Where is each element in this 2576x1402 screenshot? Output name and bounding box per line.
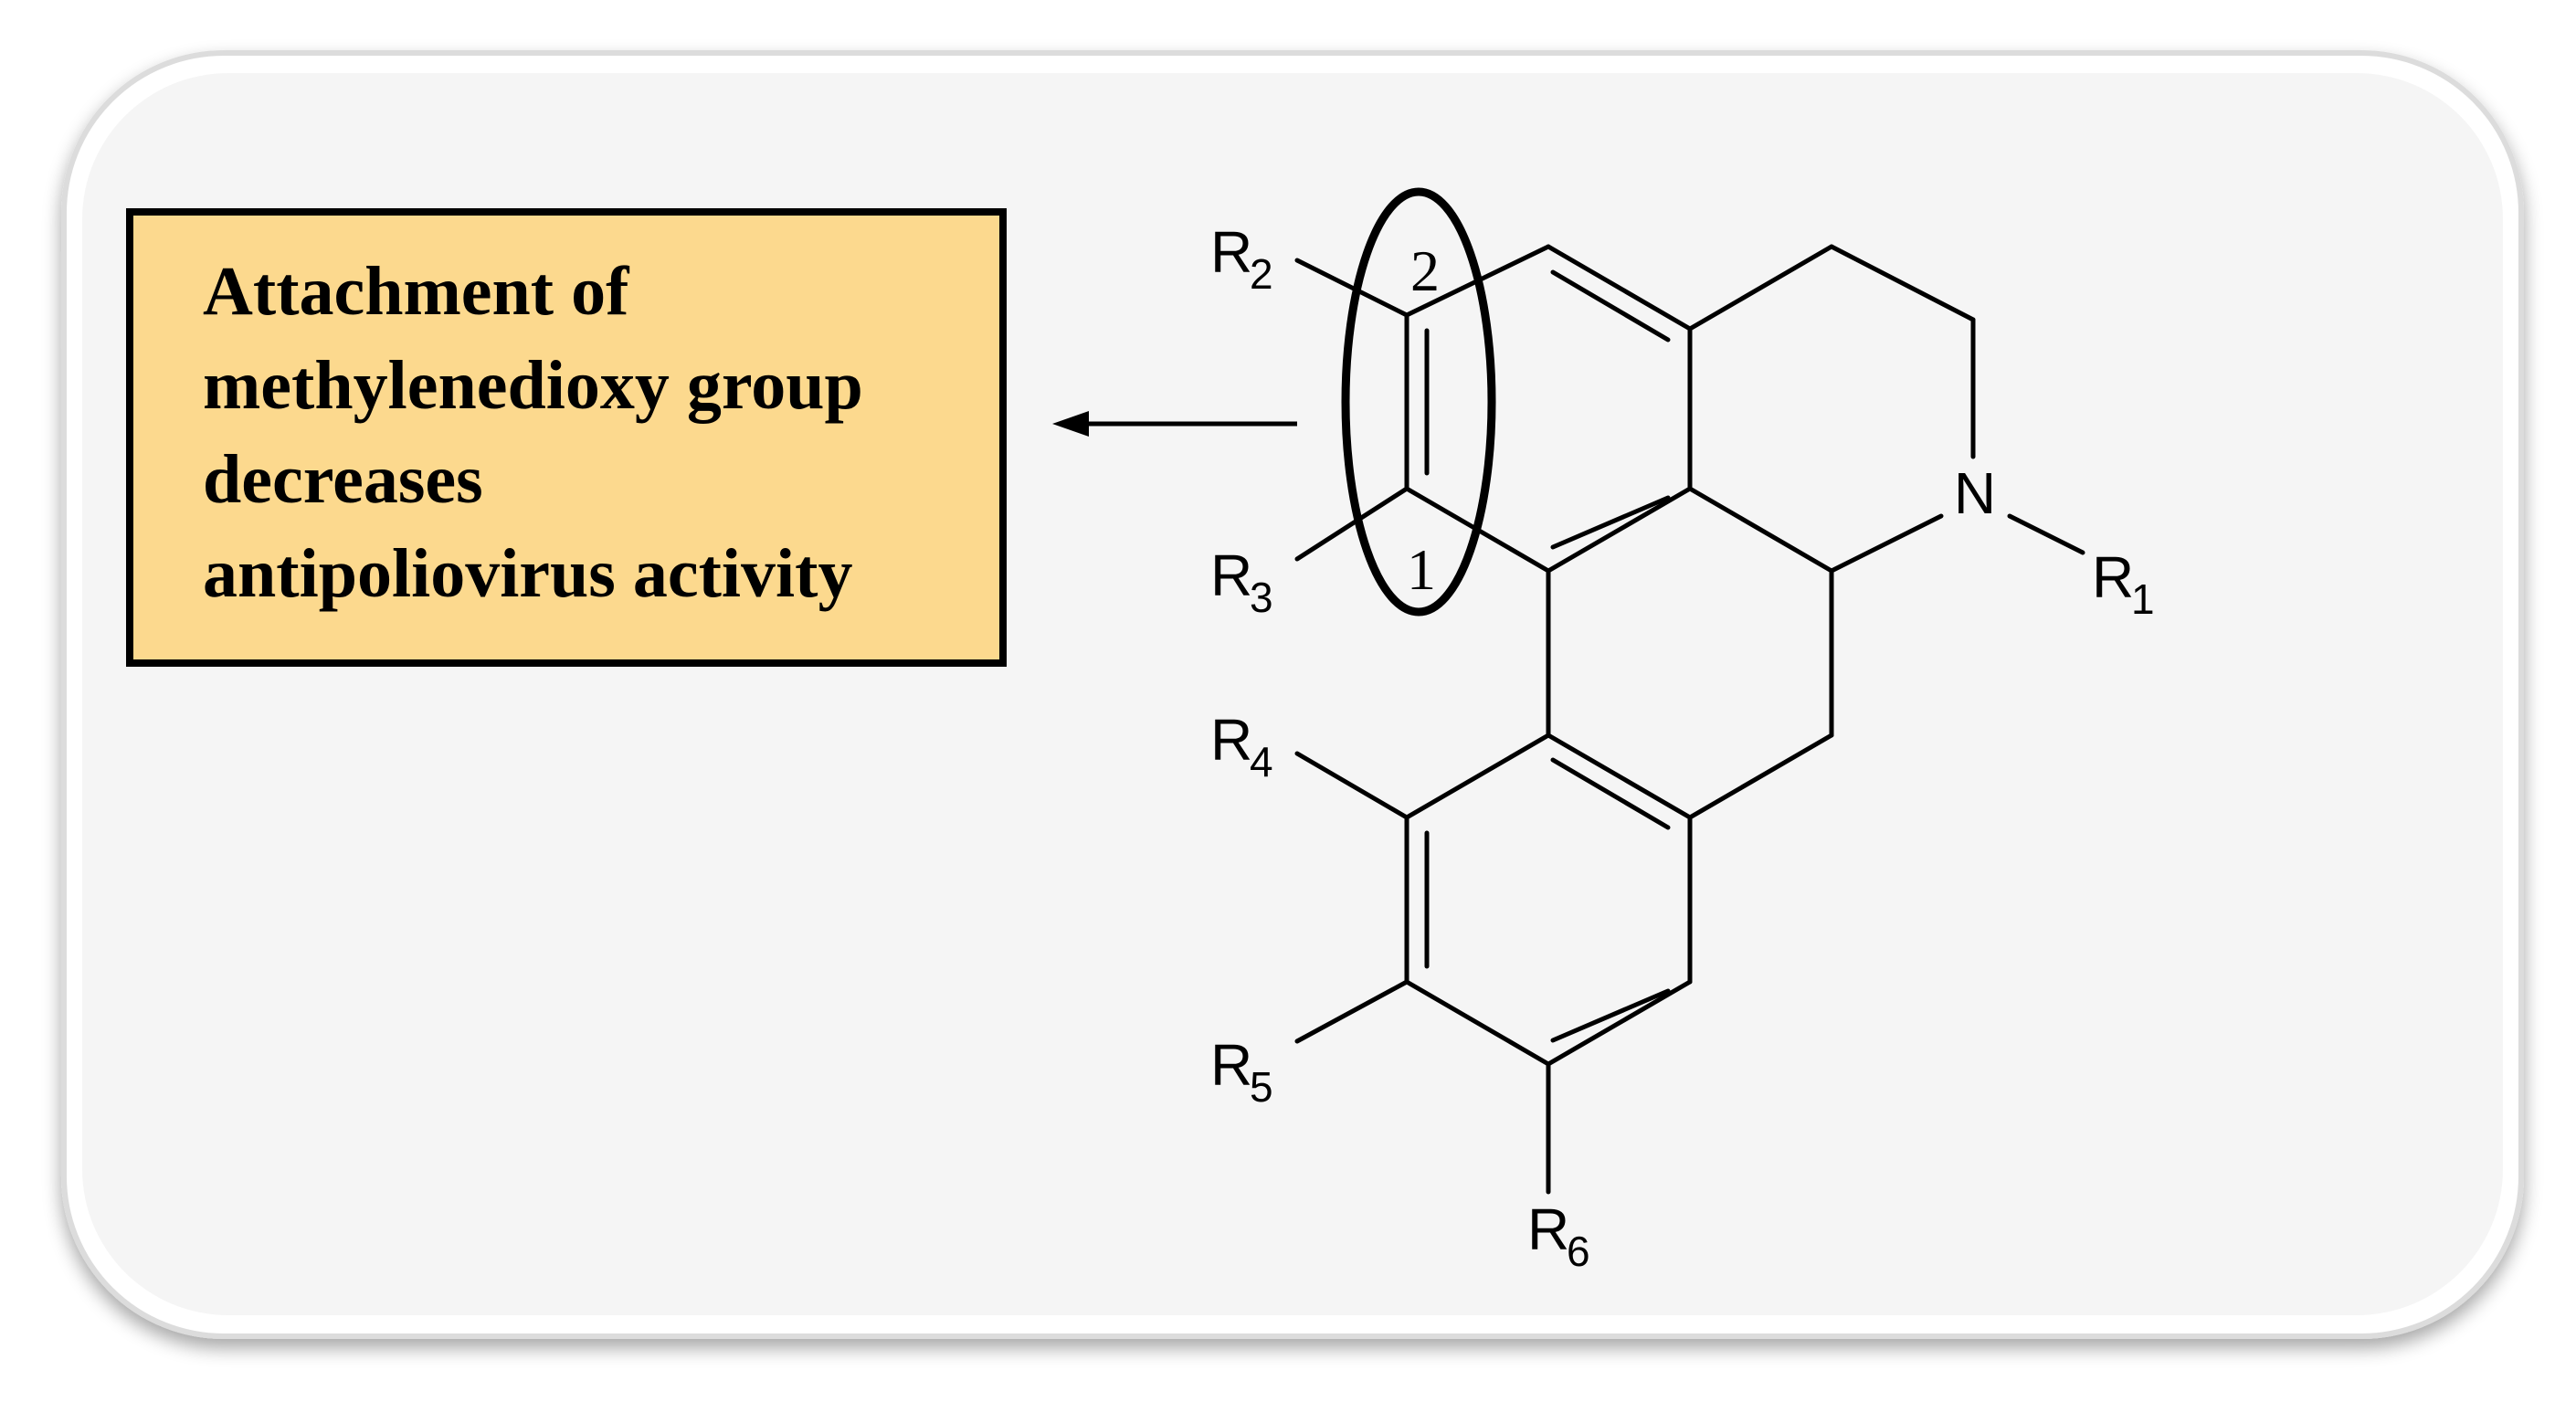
callout-box — [126, 208, 1007, 667]
callout-text: Attachment of methylenedioxy group decre… — [203, 245, 988, 621]
aporphine-skeleton — [1294, 244, 2085, 1195]
callout-line-3: decreases — [203, 441, 483, 518]
substituent-r4: R 4 — [1210, 707, 1273, 785]
svg-text:R: R — [1210, 543, 1252, 608]
substituent-r3: R 3 — [1210, 543, 1273, 621]
svg-text:1: 1 — [2131, 575, 2155, 623]
substituent-r6: R 6 — [1527, 1196, 1590, 1275]
substituent-r1: R 1 — [2092, 544, 2155, 623]
substituent-r5: R 5 — [1210, 1032, 1273, 1111]
svg-text:R: R — [1527, 1196, 1569, 1262]
svg-text:3: 3 — [1250, 574, 1273, 621]
svg-text:R: R — [1210, 707, 1252, 773]
substituent-r2: R 2 — [1210, 219, 1273, 298]
svg-text:R: R — [1210, 1032, 1252, 1098]
position-2-label: 2 — [1410, 238, 1440, 303]
svg-text:5: 5 — [1250, 1063, 1273, 1111]
callout-line-2: methylenedioxy group — [203, 347, 863, 424]
svg-text:2: 2 — [1250, 250, 1273, 298]
callout-line-1: Attachment of — [203, 253, 629, 330]
callout-line-4: antipoliovirus activity — [203, 535, 853, 612]
svg-text:R: R — [2092, 544, 2134, 610]
svg-text:4: 4 — [1250, 738, 1273, 785]
position-1-label: 1 — [1407, 537, 1436, 602]
svg-text:R: R — [1210, 219, 1252, 285]
highlight-ellipse — [1341, 187, 1496, 617]
nitrogen-atom-label: N — [1954, 460, 1996, 526]
svg-text:6: 6 — [1567, 1228, 1590, 1275]
pointer-arrow — [1052, 411, 1297, 437]
